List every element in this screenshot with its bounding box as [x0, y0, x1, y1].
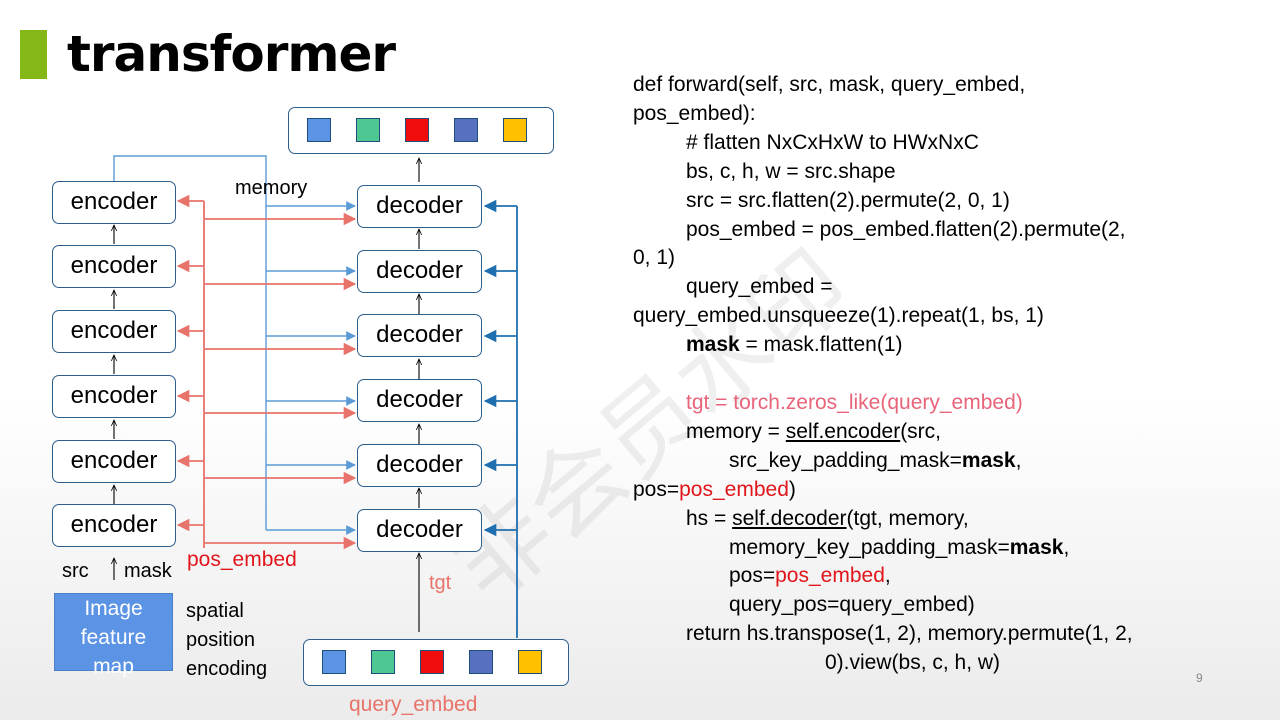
code-line: src_key_padding_mask=mask,: [633, 447, 1223, 476]
code-line: mask = mask.flatten(1): [633, 331, 1223, 360]
code-line: bs, c, h, w = src.shape: [686, 159, 896, 183]
code-bold: mask: [686, 333, 740, 357]
title-accent-bar: [20, 30, 47, 79]
output-token: [503, 118, 527, 142]
encoder-box: encoder: [52, 181, 176, 224]
output-token: [454, 118, 478, 142]
code-line: pos_embed = pos_embed.flatten(2).permute…: [686, 217, 1126, 241]
decoder-box: decoder: [357, 185, 482, 228]
code-text: ,: [1063, 535, 1070, 559]
code-bold: mask: [961, 448, 1016, 472]
code-text: pos=: [633, 477, 680, 501]
code-blank-line: [633, 360, 1223, 389]
code-text: (tgt, memory,: [846, 506, 969, 530]
stack-arrows: [114, 158, 419, 632]
code-text: hs =: [686, 506, 733, 530]
tgt-label: tgt: [429, 572, 452, 594]
encoder-box: encoder: [52, 245, 176, 288]
code-text: (src,: [900, 419, 942, 443]
query-embed-token-bar: [303, 639, 569, 686]
query-token: [518, 650, 542, 674]
code-underlined: self.decoder: [732, 506, 847, 530]
decoder-box: decoder: [357, 444, 482, 487]
code-line: pos=pos_embed): [633, 476, 1223, 505]
code-text: ,: [884, 564, 891, 588]
code-text: memory =: [686, 419, 786, 443]
image-box-line: map: [93, 655, 134, 678]
query-token: [322, 650, 346, 674]
decoder-box: decoder: [357, 379, 482, 422]
query-token: [371, 650, 395, 674]
encoder-box: encoder: [52, 310, 176, 353]
code-line: query_embed =: [686, 275, 833, 299]
output-token: [356, 118, 380, 142]
decoder-box: decoder: [357, 314, 482, 357]
query-embed-label: query_embed: [349, 693, 478, 716]
image-box-line: Image: [84, 597, 143, 620]
code-line: return hs.transpose(1, 2), memory.permut…: [686, 622, 1133, 646]
code-line: def forward(self, src, mask, query_embed…: [633, 73, 1026, 96]
encoder-box: encoder: [52, 504, 176, 547]
encoder-box: encoder: [52, 440, 176, 483]
decoder-box: decoder: [357, 250, 482, 293]
pos-embed-label: pos_embed: [187, 548, 297, 571]
pos-embed-lines: [176, 194, 357, 550]
diagram-connectors: [0, 155, 518, 638]
code-line: memory = self.encoder(src,: [633, 418, 1223, 447]
code-red: pos_embed: [775, 564, 885, 588]
output-token-bar: [288, 107, 554, 154]
code-line: pos=pos_embed,: [633, 562, 1223, 591]
code-line: memory_key_padding_mask=mask,: [633, 534, 1223, 563]
spatial-label-line: position: [186, 629, 255, 651]
code-block: def forward(self, src, mask, query_embed…: [633, 71, 1223, 678]
code-bold: mask: [1009, 535, 1064, 559]
code-text: ): [788, 477, 796, 501]
code-line: pos_embed):: [633, 101, 756, 125]
output-token: [405, 118, 429, 142]
query-token: [469, 650, 493, 674]
code-text: ,: [1015, 448, 1022, 472]
image-feature-map-box: Image feature map: [54, 593, 173, 678]
code-line: src = src.flatten(2).permute(2, 0, 1): [686, 188, 1010, 212]
query-token: [420, 650, 444, 674]
spatial-label-line: spatial: [186, 600, 244, 622]
slide-title: transformer: [67, 25, 396, 83]
output-token: [307, 118, 331, 142]
spatial-position-encoding-label: spatial position encoding: [186, 597, 267, 684]
mask-label: mask: [124, 560, 172, 582]
code-line: # flatten NxCxHxW to HWxNxC: [686, 130, 979, 154]
spatial-label-line: encoding: [186, 658, 268, 680]
query-embed-lines: [483, 199, 518, 638]
decoder-box: decoder: [357, 509, 482, 552]
code-text: = mask.flatten(1): [739, 333, 903, 357]
code-line: 0).view(bs, c, h, w): [825, 651, 1001, 675]
code-underlined: self.encoder: [785, 419, 901, 443]
page-number: 9: [1196, 671, 1203, 685]
code-text: memory_key_padding_mask=: [729, 535, 1010, 559]
code-text: src_key_padding_mask=: [729, 448, 962, 472]
code-line: 0, 1): [633, 246, 676, 270]
image-box-line: feature: [80, 626, 147, 649]
src-label: src: [62, 560, 89, 582]
memory-label: memory: [235, 177, 308, 199]
code-red: pos_embed: [679, 477, 789, 501]
encoder-box: encoder: [52, 375, 176, 418]
code-line: query_embed.unsqueeze(1).repeat(1, bs, 1…: [633, 304, 1044, 328]
code-line: query_pos=query_embed): [729, 593, 975, 617]
code-line: tgt = torch.zeros_like(query_embed): [686, 390, 1023, 414]
code-line: hs = self.decoder(tgt, memory,: [633, 505, 1223, 534]
code-text: pos=: [729, 564, 776, 588]
memory-lines: [113, 155, 356, 535]
